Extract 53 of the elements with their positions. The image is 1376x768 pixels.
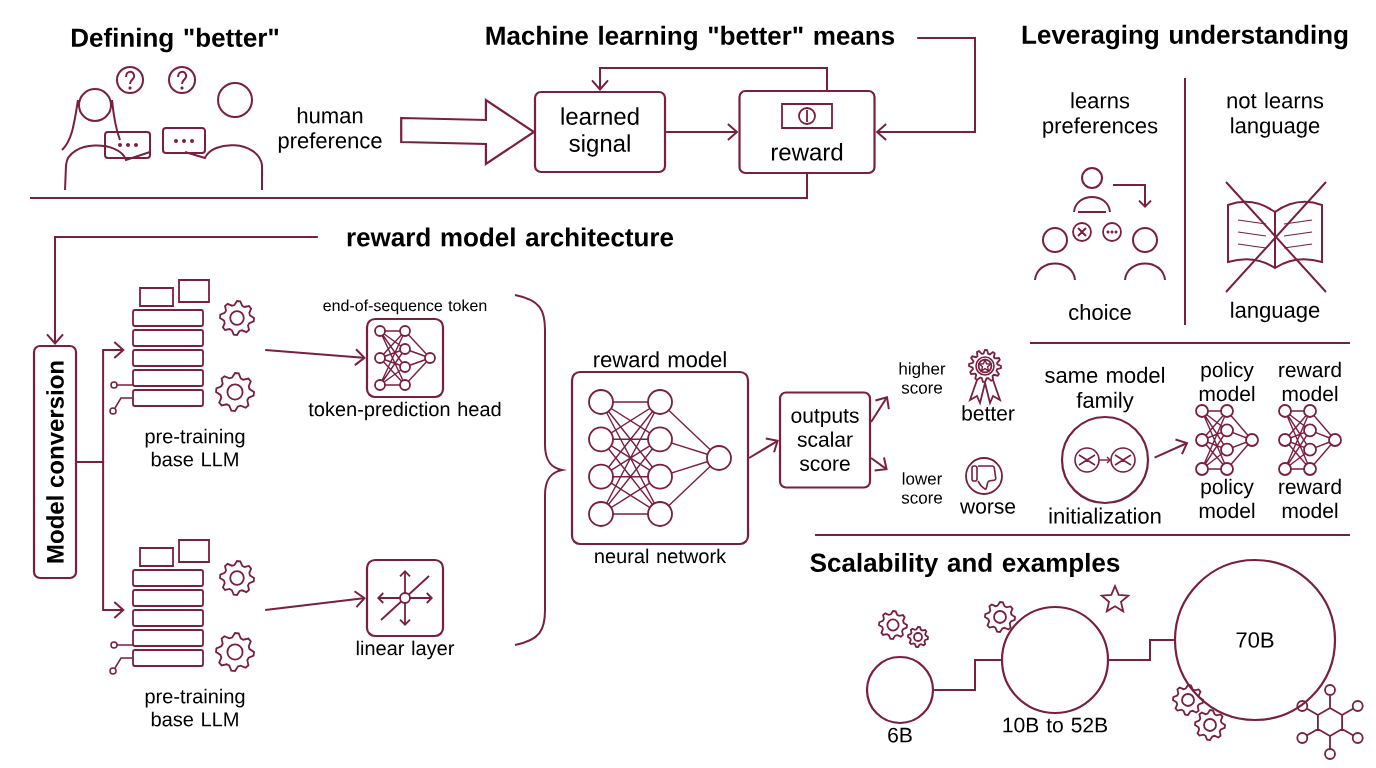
model-box: end-of-sequence token token-prediction head bbox=[308, 299, 501, 421]
model-box: reward model neural network bbox=[570, 351, 750, 564]
heading: Scalability and examples bbox=[810, 552, 1120, 578]
node-label: neural network bbox=[595, 548, 727, 564]
model-icon: pre-training base LLM bbox=[145, 428, 245, 467]
node-label: end-of-sequence token bbox=[323, 299, 487, 315]
arrow bbox=[76, 461, 125, 619]
circle-node: same model family initialization bbox=[1045, 366, 1165, 524]
connector-line bbox=[29, 173, 808, 199]
arrow bbox=[748, 437, 779, 459]
model-icon: policy model policy model bbox=[1199, 361, 1255, 519]
process-box: outputs scalar score bbox=[778, 391, 872, 489]
model-icon: reward model reward model bbox=[1279, 361, 1341, 519]
node-label: 6B bbox=[888, 727, 912, 743]
text-label: choice bbox=[1069, 303, 1131, 321]
heading: Leveraging understanding bbox=[1022, 24, 1348, 50]
arrow bbox=[875, 37, 976, 141]
text-label: higher score bbox=[899, 362, 946, 394]
block-arrow bbox=[400, 97, 536, 167]
model-icon: pre-training base LLM bbox=[145, 688, 245, 727]
process-box: learned signal bbox=[533, 90, 667, 174]
text-label: worse bbox=[959, 502, 1016, 514]
arrow bbox=[1153, 438, 1189, 459]
arrow bbox=[46, 236, 319, 345]
arrow bbox=[870, 456, 888, 472]
circle-node: 6B bbox=[865, 655, 935, 743]
text-label: language bbox=[1231, 301, 1320, 323]
circle-node: 70B bbox=[1173, 558, 1337, 722]
arrow bbox=[591, 67, 828, 91]
node-label: 10B to 52B bbox=[1003, 717, 1107, 733]
arrow bbox=[870, 395, 890, 423]
text-label: not learns language bbox=[1227, 92, 1324, 138]
text-label: lower score bbox=[901, 472, 943, 504]
connector-line bbox=[933, 659, 1002, 691]
arrow bbox=[264, 348, 366, 367]
node-label: linear layer bbox=[356, 640, 455, 660]
text-label: better bbox=[962, 405, 1015, 421]
node-label: same model family bbox=[1045, 366, 1165, 413]
node-label: reward model bbox=[594, 351, 726, 368]
model-box: linear layer bbox=[356, 558, 455, 660]
connector-line bbox=[1108, 639, 1175, 661]
heading: reward model architecture bbox=[347, 227, 674, 247]
node-label: token-prediction head bbox=[308, 401, 501, 421]
text-label: learns preferences bbox=[1043, 92, 1158, 138]
circle-node: 10B to 52B bbox=[1000, 605, 1110, 733]
arrow bbox=[264, 590, 366, 611]
process-box: Model conversion bbox=[32, 344, 78, 580]
arrow bbox=[665, 123, 739, 141]
heading: Defining "better" bbox=[72, 27, 279, 53]
heading: Machine learning "better" means bbox=[486, 25, 895, 51]
text-label: human preference bbox=[278, 107, 382, 153]
node-label: initialization bbox=[1049, 507, 1161, 524]
process-box: reward bbox=[738, 89, 876, 175]
